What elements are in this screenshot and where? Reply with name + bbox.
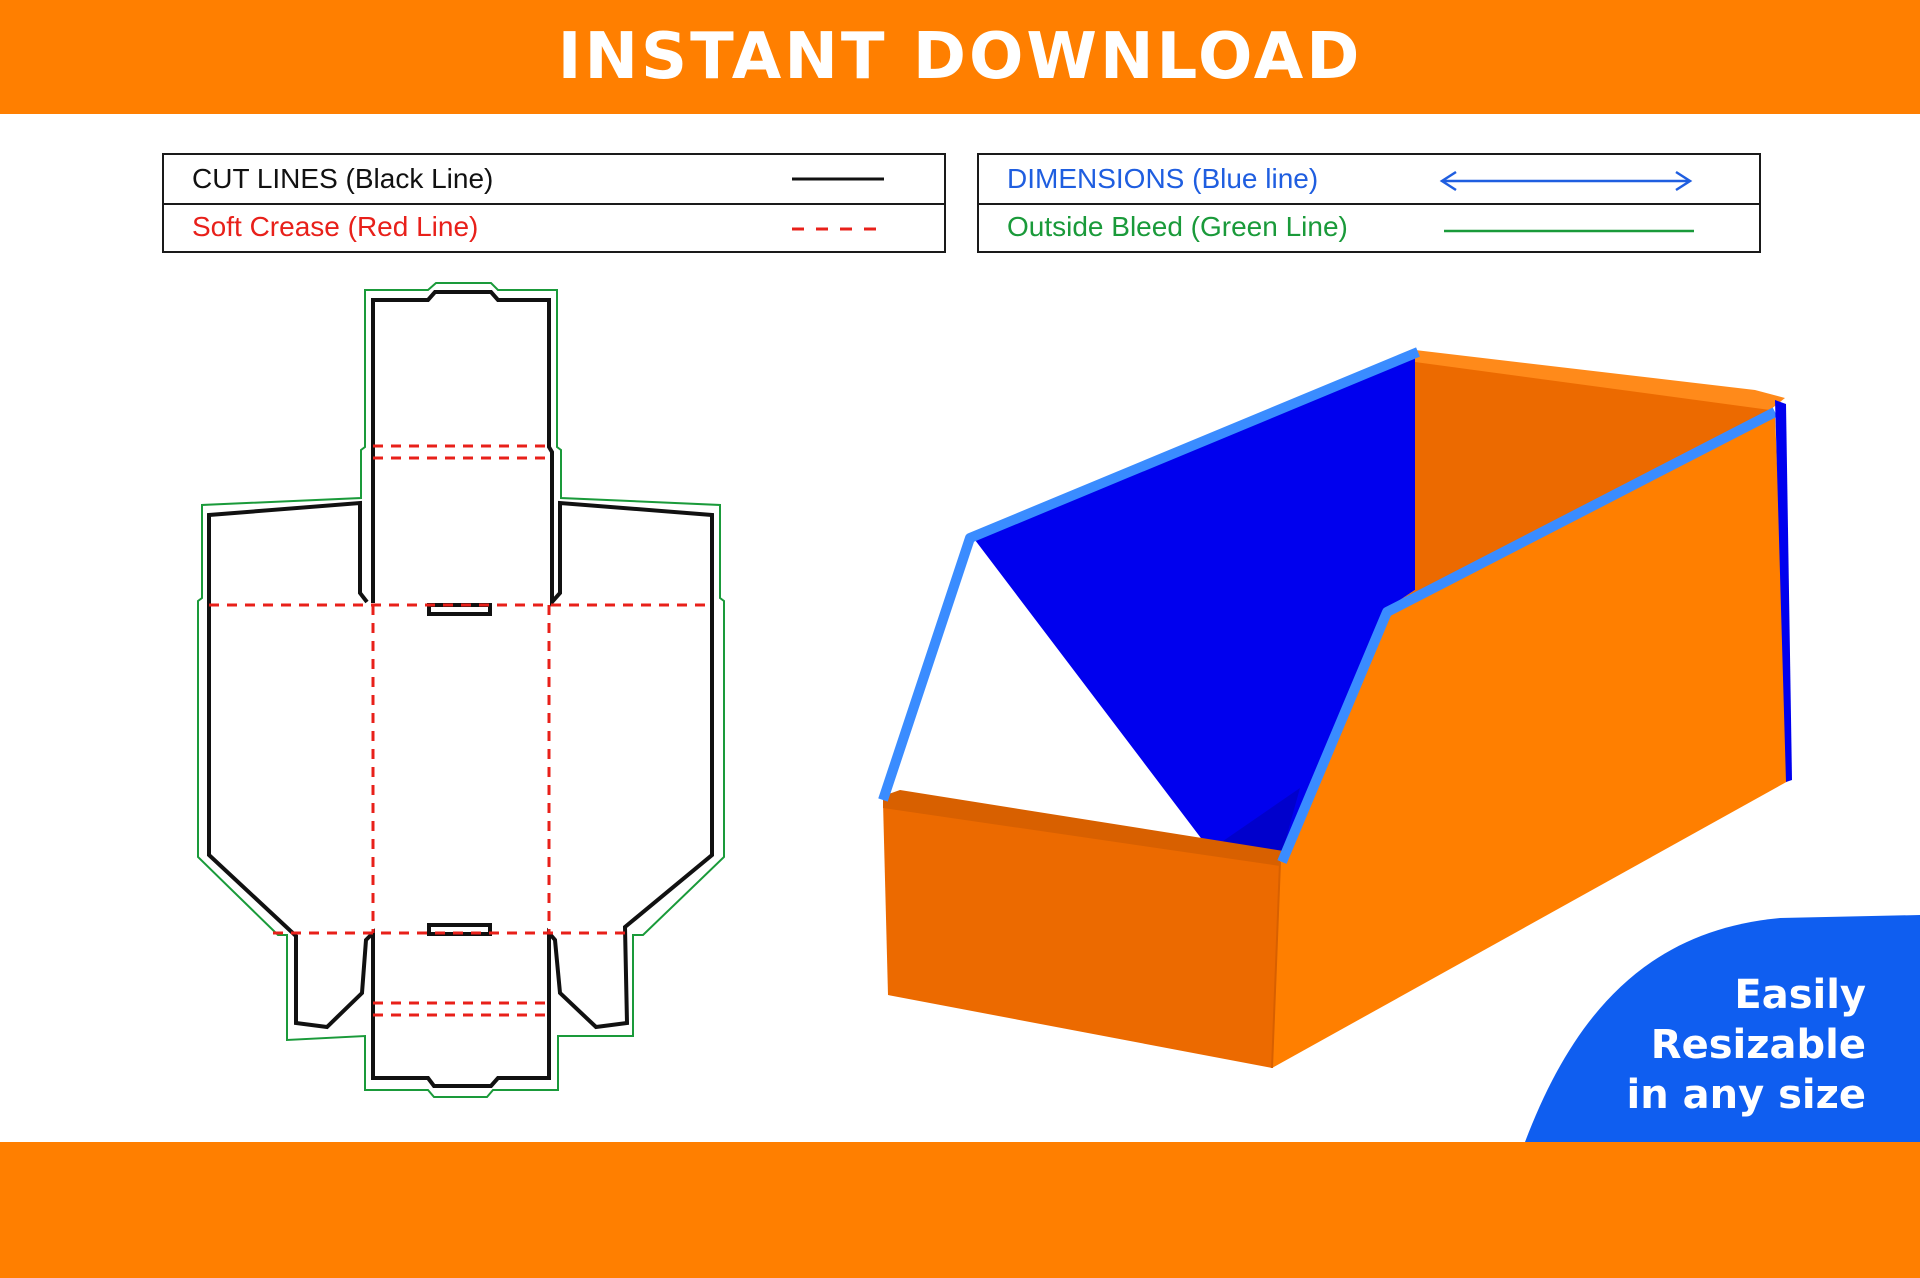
box-front-panel — [883, 802, 1280, 1068]
dimension-arrow-icon — [1439, 170, 1693, 192]
box-back-edge — [1775, 400, 1792, 782]
box-3d-illustration — [878, 347, 1792, 1069]
box-inside-side — [1385, 355, 1775, 610]
badge-line-easily: Easily — [1734, 972, 1866, 1018]
crease-lines — [209, 444, 712, 1017]
cut-lines — [207, 290, 714, 1088]
box-rim-blue-right — [1277, 407, 1778, 864]
legend-box-right: DIMENSIONS (Blue line) Outside Bleed (Gr… — [977, 153, 1761, 253]
top-banner: INSTANT DOWNLOAD — [0, 0, 1920, 114]
banner-title: INSTANT DOWNLOAD — [557, 20, 1363, 94]
box-front-rim — [883, 790, 1290, 866]
box-inside-back — [975, 355, 1415, 880]
outside-bleed-label: Outside Bleed (Green Line) — [1007, 211, 1348, 242]
bleed-outline — [197, 282, 725, 1098]
badge-line-resizable: Resizable — [1650, 1022, 1866, 1068]
legend-row-cut-lines: CUT LINES (Black Line) — [164, 155, 944, 205]
box-inside-floor — [1210, 788, 1300, 860]
legend-row-outside-bleed: Outside Bleed (Green Line) — [979, 203, 1759, 251]
legend-box-left: CUT LINES (Black Line) Soft Crease (Red … — [162, 153, 946, 253]
soft-crease-label: Soft Crease (Red Line) — [192, 211, 479, 242]
dimensions-label: DIMENSIONS (Blue line) — [1007, 163, 1319, 194]
box-top-rim — [1415, 350, 1785, 410]
box-rim-blue-left — [878, 347, 1420, 802]
badge-line-any-size: in any size — [1626, 1072, 1866, 1118]
resize-badge-text: Easily Resizable in any size — [1546, 970, 1866, 1120]
cut-lines-label: CUT LINES (Black Line) — [192, 163, 494, 194]
box-side-panel — [1272, 415, 1790, 1068]
legend-row-dimensions: DIMENSIONS (Blue line) — [979, 155, 1759, 205]
resize-badge-shape — [1525, 915, 1920, 1142]
cut-line-sample — [792, 177, 884, 181]
bottom-banner — [0, 1142, 1920, 1278]
legend-row-soft-crease: Soft Crease (Red Line) — [164, 203, 944, 251]
